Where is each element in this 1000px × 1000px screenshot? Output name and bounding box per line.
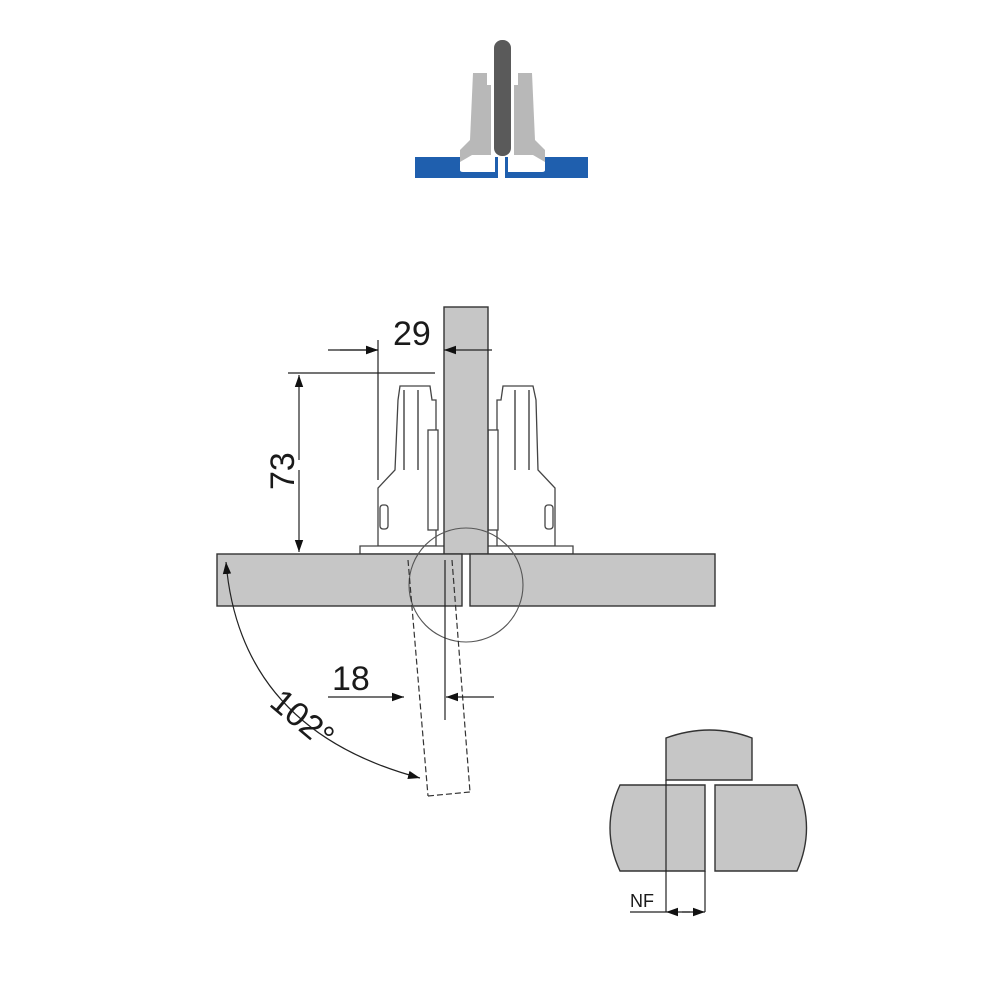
- right-hinge-body: [484, 385, 574, 555]
- dimension-73-label: 73: [264, 452, 302, 490]
- main-drawing: [216, 306, 716, 797]
- detail-right-panel: [714, 784, 808, 872]
- left-hinge-arm-icon: [460, 73, 491, 162]
- detail-left-panel: [609, 784, 706, 872]
- dimension-18-label: 18: [332, 660, 370, 698]
- detail-door: [665, 729, 753, 781]
- right-hinge-arm-icon: [514, 73, 545, 162]
- detail-view: NF: [609, 729, 808, 917]
- right-side-panel: [469, 553, 716, 607]
- left-hinge-body: [359, 385, 451, 555]
- center-door-panel: [443, 306, 489, 555]
- center-door-icon: [494, 40, 511, 156]
- dimension-73: 73: [264, 372, 435, 552]
- detail-nf-label: NF: [630, 891, 654, 911]
- dimension-29: 29: [328, 315, 492, 480]
- dimension-29-label: 29: [393, 315, 431, 353]
- top-icon: [415, 40, 588, 178]
- left-side-panel: [216, 553, 463, 607]
- angle-102-label: 102°: [263, 682, 341, 756]
